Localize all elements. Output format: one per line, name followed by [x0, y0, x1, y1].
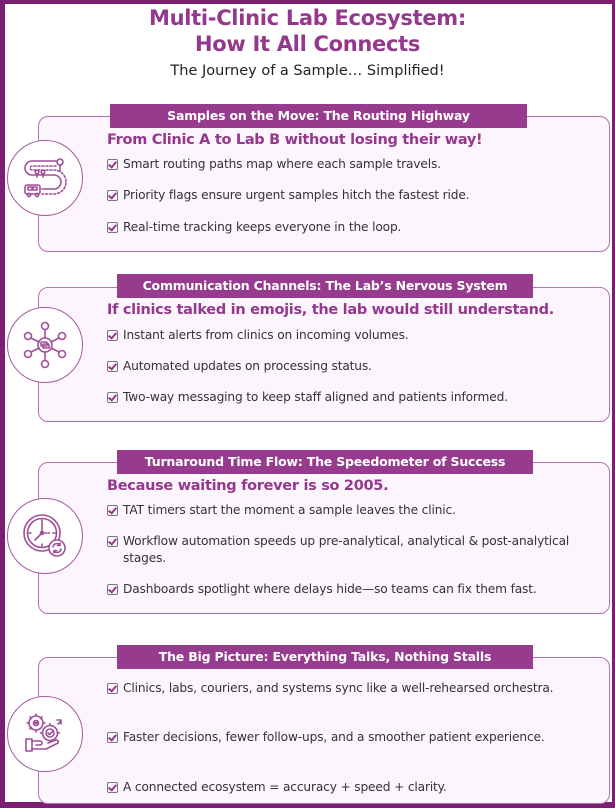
- bullet-text: Instant alerts from clinics on incoming …: [123, 328, 409, 342]
- section-heading: The Big Picture: Everything Talks, Nothi…: [117, 645, 533, 669]
- bullet-text: Two-way messaging to keep staff aligned …: [123, 390, 508, 404]
- checkbox-icon: [107, 392, 118, 403]
- section-tagline: From Clinic A to Lab B without losing th…: [107, 132, 483, 148]
- checkbox-icon: [107, 361, 118, 372]
- list-item: Faster decisions, fewer follow-ups, and …: [107, 729, 577, 746]
- bullet-text: A connected ecosystem = accuracy + speed…: [123, 780, 447, 794]
- checkbox-icon: [107, 222, 118, 233]
- list-item: Dashboards spotlight where delays hide—s…: [107, 581, 607, 598]
- bullet-text: Dashboards spotlight where delays hide—s…: [123, 582, 537, 596]
- section-heading: Communication Channels: The Lab’s Nervou…: [117, 274, 533, 298]
- section-tagline: Because waiting forever is so 2005.: [107, 478, 389, 494]
- section-card: [38, 657, 610, 804]
- section-card: [38, 116, 610, 252]
- section-icon-circle: [7, 696, 83, 772]
- checkbox-icon: [107, 505, 118, 516]
- checkbox-icon: [107, 782, 118, 793]
- bullet-text: Workflow automation speeds up pre-analyt…: [123, 534, 570, 565]
- section-card: [38, 287, 610, 422]
- bullet-text: TAT timers start the moment a sample lea…: [123, 503, 456, 517]
- list-item: Instant alerts from clinics on incoming …: [107, 327, 607, 344]
- list-item: Two-way messaging to keep staff aligned …: [107, 389, 607, 406]
- route-van-icon: [24, 158, 67, 198]
- page-title-line1: Multi-Clinic Lab Ecosystem:: [149, 6, 466, 30]
- bullet-text: Automated updates on processing status.: [123, 359, 372, 373]
- section-heading: Turnaround Time Flow: The Speedometer of…: [117, 450, 533, 474]
- checkbox-icon: [107, 732, 118, 743]
- checkbox-icon: [107, 536, 118, 547]
- section-icon-circle: [7, 307, 83, 383]
- page-subtitle: The Journey of a Sample… Simplified!: [170, 63, 445, 79]
- list-item: Priority flags ensure urgent samples hit…: [107, 187, 607, 204]
- checkbox-icon: [107, 330, 118, 341]
- list-item: Automated updates on processing status.: [107, 358, 607, 375]
- section-card: [38, 462, 610, 614]
- section-tagline: If clinics talked in emojis, the lab wou…: [107, 302, 554, 318]
- checkbox-icon: [107, 683, 118, 694]
- list-item: A connected ecosystem = accuracy + speed…: [107, 779, 607, 796]
- checkbox-icon: [107, 190, 118, 201]
- list-item: Smart routing paths map where each sampl…: [107, 156, 607, 173]
- checkbox-icon: [107, 159, 118, 170]
- list-item: Workflow automation speeds up pre-analyt…: [107, 533, 577, 567]
- bullet-text: Real-time tracking keeps everyone in the…: [123, 220, 402, 234]
- list-item: Real-time tracking keeps everyone in the…: [107, 219, 607, 236]
- list-item: TAT timers start the moment a sample lea…: [107, 502, 607, 519]
- clock-refresh-icon: [23, 514, 66, 557]
- section-icon-circle: [7, 498, 83, 574]
- bullet-text: Priority flags ensure urgent samples hit…: [123, 188, 470, 202]
- section-heading: Samples on the Move: The Routing Highway: [110, 104, 527, 128]
- hand-gears-icon: [25, 713, 62, 752]
- checkbox-icon: [107, 584, 118, 595]
- page-title-line2: How It All Connects: [194, 32, 421, 56]
- list-item: Clinics, labs, couriers, and systems syn…: [107, 680, 587, 697]
- bullet-text: Smart routing paths map where each sampl…: [123, 157, 441, 171]
- network-chat-icon: [23, 321, 67, 369]
- bullet-text: Clinics, labs, couriers, and systems syn…: [123, 681, 554, 695]
- section-icon-circle: [7, 140, 83, 216]
- bullet-text: Faster decisions, fewer follow-ups, and …: [123, 730, 545, 744]
